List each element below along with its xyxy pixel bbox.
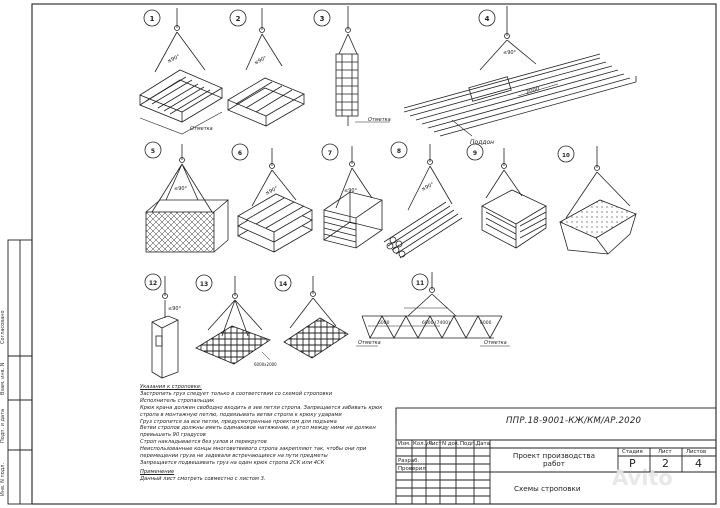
scheme-11-truss: 6000 6000 (7400) 6000 Отметка Отметка — [356, 272, 510, 347]
label-mesh: 6000х2000 — [254, 362, 277, 367]
sheet-title: Схемы строповки — [514, 484, 581, 493]
apply-heading: Применение — [140, 468, 175, 475]
dim-6000-a: 6000 — [378, 320, 390, 326]
note-line: Строп накладывается без узлов и перекрут… — [140, 439, 267, 446]
scheme-6: ≤90° — [231, 143, 313, 253]
note-line: Груз стропится за все петли, предусмотре… — [140, 418, 337, 425]
label-poddon: Поддон — [470, 139, 494, 146]
label-otmetka: Отметка — [358, 340, 381, 346]
slinging-notes: Указания к строповке: Застропить груз сл… — [140, 384, 395, 483]
angle-label: ≤90° — [344, 188, 358, 194]
angle-label: ≤90° — [253, 55, 268, 66]
side-stamp — [7, 239, 33, 505]
scheme-13: 6000х2000 — [195, 274, 277, 367]
notes-heading: Указания к строповке: — [140, 384, 202, 390]
scheme-2: ≤90° — [227, 8, 305, 127]
scheme-4: ≤90° 2000 Поддон — [403, 6, 637, 146]
title-block-grid — [395, 407, 717, 505]
note-line: перемещении груза не задевали встречающи… — [140, 453, 328, 460]
note-line: Запрещается подвешивать груз на один крю… — [140, 459, 325, 466]
label-otmetka: Отметка — [484, 340, 507, 346]
note-line: Неиспользованные концы многоветвевого ст… — [140, 446, 367, 453]
note-line: превышать 90 градусов — [140, 432, 206, 439]
sheet-header: Лист — [658, 449, 672, 455]
side-field-sign-date: Подп. и дата — [0, 408, 6, 444]
side-stamp-labels: Согласовано Взам. инв. N Подп. и дата Ин… — [0, 240, 32, 508]
sheet-value: 2 — [662, 457, 669, 470]
scheme-1: Отметка ≤90° — [139, 8, 223, 135]
document-code: ППР.18-9001-КЖ/КМ/АР.2020 — [506, 416, 642, 426]
scheme-10 — [557, 145, 637, 255]
scheme-7: ≤90° — [321, 143, 383, 249]
scheme-8: ≤90° — [383, 141, 463, 259]
col-podp: Подп. — [460, 441, 477, 447]
col-kol-uch: Кол.уч. — [413, 441, 434, 447]
angle-label: ≤90° — [264, 185, 279, 196]
note-line: Застропить груз следует только в соответ… — [140, 390, 333, 397]
col-izm: Изм. — [398, 441, 411, 447]
label-otmetka: Отметка — [368, 117, 391, 123]
label-otmetka: Отметка — [190, 126, 213, 132]
col-list: Лист — [428, 441, 442, 447]
col-n-dok: N док. — [442, 441, 460, 447]
role-checker: Проверил — [398, 466, 426, 472]
scheme-12: ≤90° — [144, 273, 182, 379]
angle-label: ≤90° — [168, 306, 182, 312]
dim-2000: 2000 — [525, 86, 541, 96]
dim-6000-c: 6000 — [480, 320, 492, 326]
sheets-value: 4 — [695, 457, 702, 470]
scheme-9 — [466, 143, 547, 249]
side-field-agreed: Согласовано — [0, 310, 6, 344]
watermark-logo: Avito — [612, 466, 673, 490]
scheme-5: ≤90° — [144, 141, 230, 253]
angle-label: ≤90° — [503, 50, 517, 56]
sheets-header: Листов — [686, 449, 707, 455]
note-line: Крюк крана должен свободно входить в зев… — [140, 404, 383, 411]
angle-label: ≤90° — [174, 186, 188, 192]
project-name: Проект производства работ — [512, 451, 596, 468]
angle-label: ≤90° — [420, 181, 435, 192]
scheme-3: Отметка — [313, 6, 391, 126]
stage-header: Стадия — [622, 449, 643, 455]
note-line: стропа в монтажную петлю, подвязывать ве… — [140, 411, 342, 418]
side-field-replacement: Взам. инв. N — [0, 362, 6, 396]
apply-text: Данный лист смотреть совместно с листом … — [140, 475, 266, 482]
role-developer: Разраб. — [398, 458, 420, 464]
col-date: Дата — [476, 441, 490, 447]
note-line: Ветви стропов должны иметь одинаковое на… — [140, 425, 376, 432]
note-line: Исполнитель стропальщик — [140, 397, 215, 404]
side-field-inventory: Инв. N подл. — [0, 462, 6, 496]
scheme-number-circle — [143, 9, 161, 27]
scheme-14 — [274, 274, 349, 359]
stage-value: Р — [629, 457, 636, 470]
angle-label: ≤90° — [166, 53, 181, 64]
dim-6000-b: 6000 (7400) — [422, 320, 450, 326]
